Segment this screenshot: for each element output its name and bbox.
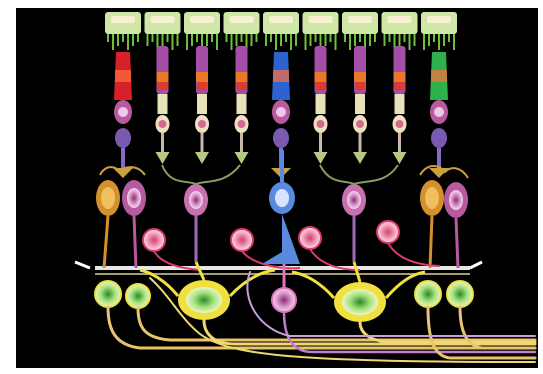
amacrine-cell	[377, 221, 399, 243]
ganglion-cell	[126, 284, 150, 308]
amacrine-cell	[299, 227, 321, 249]
ganglion-cell	[272, 288, 296, 312]
amacrine-cell	[143, 229, 165, 251]
ganglion-cell	[447, 281, 473, 307]
amacrine-cell	[231, 229, 253, 251]
ganglion-cell	[415, 281, 441, 307]
ganglion-cell	[95, 281, 121, 307]
